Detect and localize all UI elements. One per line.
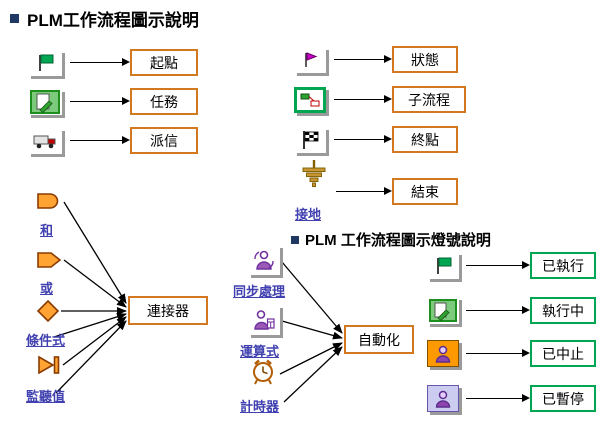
task-icon [28,89,62,115]
bullet-square-icon [291,235,299,244]
bullet-square-icon [10,14,19,23]
and-label: 和 [40,223,54,238]
box-label: 已中止 [542,345,584,362]
and-connector-shape-icon [36,192,62,210]
arrow [466,261,530,270]
arrow [334,55,392,64]
arrow [336,187,392,196]
box-label: 子流程 [408,91,450,108]
timer-label: 計時器 [240,399,280,414]
aborted-box: 已中止 [530,340,596,367]
status-icon [294,47,326,73]
listener-triangle-icon [37,355,61,375]
finish-flag-icon [294,127,326,153]
box-label: 終點 [411,131,439,148]
start-box: 起點 [130,49,198,76]
expression-person-icon [248,305,280,335]
timer-clock-icon [250,358,276,386]
aborted-person-icon [427,340,459,367]
condition-label: 條件式 [26,333,66,348]
running-task-icon [427,297,459,324]
dispatch-icon [28,128,62,154]
ground-icon [300,160,328,192]
sync-person-icon [248,245,280,275]
box-label: 狀態 [411,51,439,68]
condition-diamond-icon [37,300,59,322]
end-box: 結束 [392,178,458,205]
or-connector-shape-icon [36,251,62,269]
arrow [334,135,392,144]
box-label: 已執行 [542,257,584,274]
start-flag-icon [28,50,62,76]
arrow [466,306,530,315]
arrow [70,97,130,106]
expression-label: 運算式 [240,344,280,359]
executed-flag-icon [427,252,459,279]
executed-box: 已執行 [530,252,596,279]
sync-label: 同步處理 [233,284,286,299]
or-label: 或 [40,281,54,296]
paused-box: 已暫停 [530,385,596,412]
page-title: PLM工作流程圖示說明 [10,6,199,31]
box-label: 任務 [150,93,178,110]
ground-caption: 接地 [295,207,322,222]
box-label: 派信 [150,132,178,149]
running-box: 執行中 [530,297,596,324]
subprocess-icon [294,87,326,113]
paused-person-icon [427,385,459,412]
page-title-text: PLM工作流程圖示說明 [27,11,199,30]
box-label: 自動化 [358,331,400,348]
arrow [70,58,130,67]
arrow [70,136,130,145]
box-label: 結束 [411,183,439,200]
arrow [466,349,530,358]
lights-section-title: PLM 工作流程圖示燈號說明 [291,229,491,250]
box-label: 已暫停 [542,390,584,407]
arrow [466,394,530,403]
arrow [334,95,392,104]
finish-box: 終點 [392,126,458,153]
dispatch-box: 派信 [130,127,198,154]
subprocess-box: 子流程 [392,86,466,113]
automation-box: 自動化 [344,325,414,354]
box-label: 執行中 [542,302,584,319]
box-label: 連接器 [147,302,189,319]
box-label: 起點 [150,54,178,71]
status-box: 狀態 [392,46,458,73]
lights-title-text: PLM 工作流程圖示燈號說明 [305,232,491,249]
listener-label: 監聽值 [26,389,66,404]
task-box: 任務 [130,88,198,115]
connector-box: 連接器 [128,296,208,325]
